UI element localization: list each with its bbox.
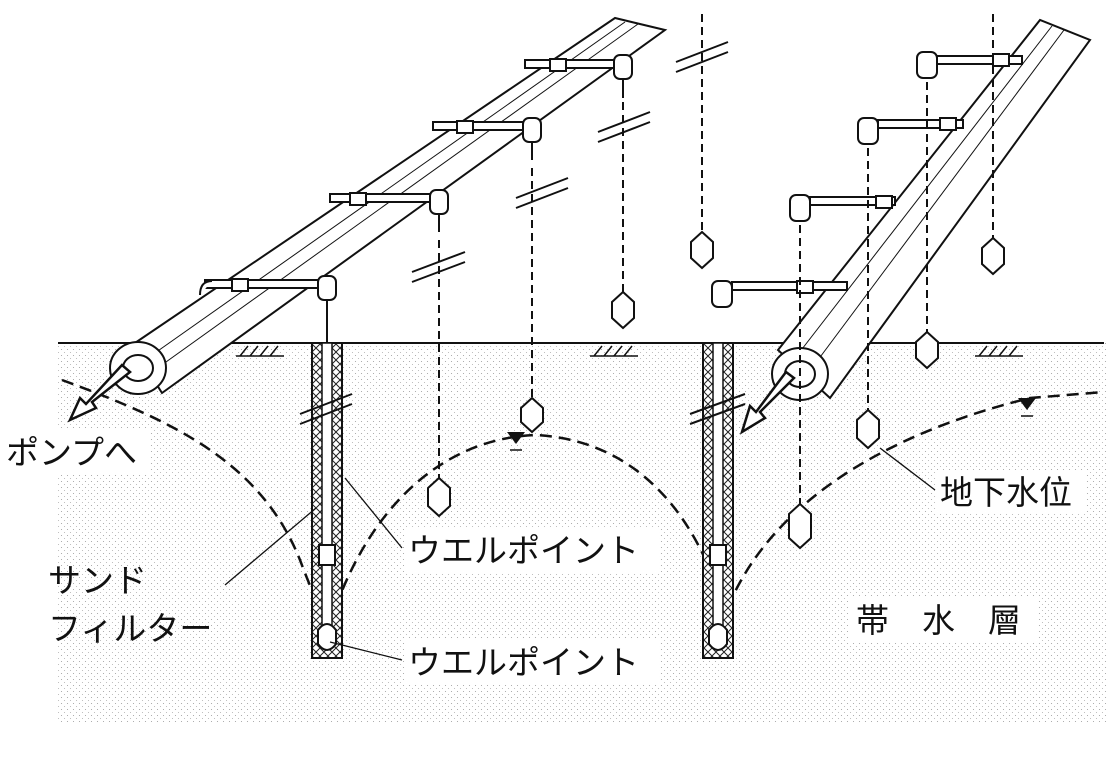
label-well-point-upper: ウエルポイント <box>408 531 639 570</box>
water-table-marker-left <box>507 432 525 451</box>
arrow-right-pipe <box>739 370 796 435</box>
water-table-marker-right <box>1018 398 1036 417</box>
groundwater-curve <box>61 378 1105 628</box>
label-to-pump: ポンプへ <box>6 433 137 472</box>
label-well-point-lower: ウエルポイント <box>408 643 639 682</box>
leader-lines <box>224 447 936 661</box>
label-aquifer: 帯 水 層 <box>856 601 1021 640</box>
filter-well-left <box>299 342 353 659</box>
wellpoint-lines-right <box>799 14 994 505</box>
filter-well-right <box>689 342 746 659</box>
wellpoint-heads-right <box>788 236 1005 550</box>
arrow-to-pump <box>67 363 132 423</box>
label-sand-filter-line1: サンド <box>48 561 147 600</box>
ground-hatch-symbols <box>236 345 1023 357</box>
label-groundwater-level: 地下水位 <box>940 473 1072 512</box>
break-marks-left <box>411 41 729 283</box>
label-sand-filter-line2: フィルター <box>48 609 212 648</box>
wellpoint-lines-left <box>438 14 703 480</box>
header-pipe-left <box>109 16 668 395</box>
wellpoint-heads-left <box>427 230 714 518</box>
risers-right <box>711 51 1023 308</box>
risers-left <box>199 54 633 343</box>
